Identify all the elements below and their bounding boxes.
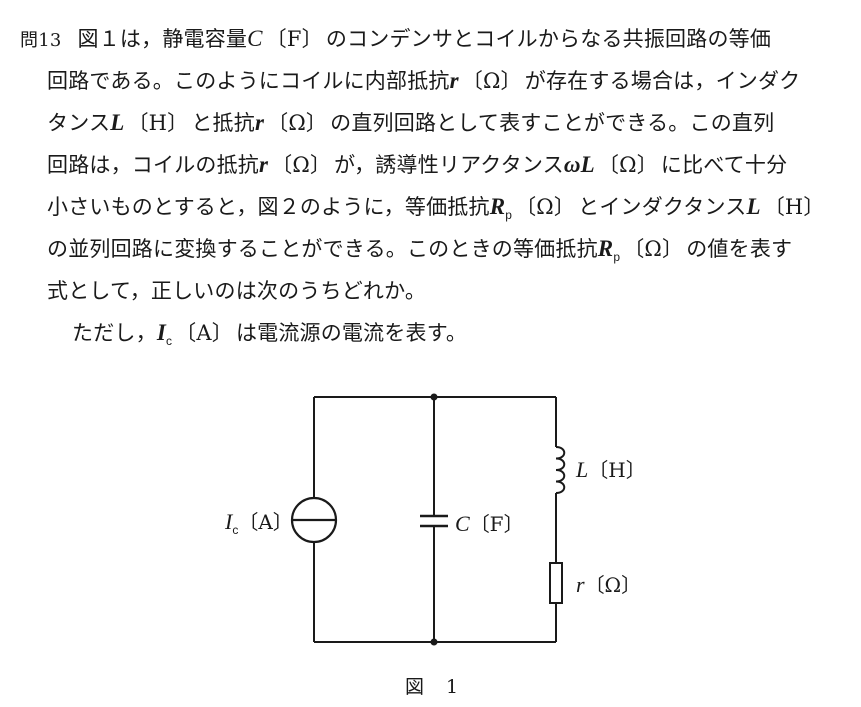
- text-segment: タンス: [47, 111, 111, 135]
- unit-ohm: 〔Ω〕: [623, 237, 684, 261]
- unit-ohm: 〔Ω〕: [461, 69, 522, 93]
- capacitor-label: C〔F〕: [455, 508, 524, 537]
- current-source-symbol: I: [225, 509, 233, 534]
- question-text: 問13 図１は，静電容量C〔F〕のコンデンサとコイルからなる共振回路の等価 回路で…: [20, 18, 850, 354]
- resistor-unit: 〔Ω〕: [584, 573, 642, 597]
- text-segment: 小さいものとすると，図２のように，等価抵抗: [47, 195, 490, 219]
- question-line-2: 回路である。このようにコイルに内部抵抗r〔Ω〕が存在する場合は，インダク: [20, 60, 850, 102]
- subscript-p: p: [613, 250, 621, 265]
- unit-ohm: 〔Ω〕: [597, 153, 658, 177]
- current-source: [290, 496, 338, 544]
- unit-A: 〔A〕: [175, 321, 233, 345]
- resistor-label: r〔Ω〕: [576, 569, 641, 598]
- text-segment: とインダクタンス: [578, 195, 747, 219]
- question-line-5: 小さいものとすると，図２のように，等価抵抗Rp〔Ω〕とインダクタンスL〔H〕: [20, 186, 850, 228]
- symbol-R: R: [597, 236, 614, 261]
- junction-dot-top: [430, 393, 438, 401]
- question-note: ただし，Ic〔A〕は電流源の電流を表す。: [20, 312, 850, 354]
- symbol-C: C: [247, 26, 263, 51]
- capacitor-unit: 〔F〕: [469, 512, 524, 536]
- subscript-p: p: [505, 208, 513, 223]
- resistor: [549, 562, 563, 604]
- text-segment: 回路は，コイルの抵抗: [47, 153, 259, 177]
- unit-ohm: 〔Ω〕: [271, 153, 332, 177]
- question-line-1: 問13 図１は，静電容量C〔F〕のコンデンサとコイルからなる共振回路の等価: [20, 18, 850, 60]
- text-segment: が存在する場合は，インダク: [524, 69, 801, 93]
- text-segment: 図１は，静電容量: [77, 27, 248, 51]
- symbol-L: L: [110, 110, 125, 135]
- symbol-R: R: [489, 194, 506, 219]
- text-segment: 式として，正しいのは次のうちどれか。: [47, 279, 427, 303]
- unit-F: 〔F〕: [265, 27, 323, 51]
- resistor-symbol: r: [576, 572, 585, 597]
- subscript-c: c: [165, 334, 173, 349]
- junction-dot-bottom: [430, 638, 438, 646]
- current-source-unit: 〔A〕: [238, 510, 293, 534]
- inductor: [555, 446, 566, 494]
- text-segment: に比べて十分: [660, 153, 788, 177]
- text-segment: は電流源の電流を表す。: [235, 321, 468, 345]
- question-line-3: タンスL〔H〕と抵抗r〔Ω〕の直列回路として表すことができる。この直列: [20, 102, 850, 144]
- capacitor-symbol: C: [455, 511, 470, 536]
- unit-ohm: 〔Ω〕: [515, 195, 576, 219]
- symbol-r: r: [254, 110, 265, 135]
- text-segment: と抵抗: [191, 111, 255, 135]
- current-source-subscript: c: [232, 523, 239, 537]
- question-line-4: 回路は，コイルの抵抗r〔Ω〕が，誘導性リアクタンスωL〔Ω〕に比べて十分: [20, 144, 850, 186]
- symbol-L: L: [746, 194, 761, 219]
- symbol-I: I: [156, 320, 166, 345]
- question-line-7: 式として，正しいのは次のうちどれか。: [20, 270, 850, 312]
- inductor-label: L〔H〕: [576, 454, 646, 483]
- text-segment: 回路である。このようにコイルに内部抵抗: [47, 69, 450, 93]
- text-segment: の並列回路に変換することができる。このときの等価抵抗: [47, 237, 598, 261]
- question-number: 問13: [20, 30, 62, 51]
- symbol-r: r: [449, 68, 459, 93]
- text-segment: の直列回路として表すことができる。この直列: [330, 111, 775, 135]
- unit-H: 〔H〕: [127, 111, 189, 135]
- text-segment: の値を表す: [686, 237, 793, 261]
- inductor-unit: 〔H〕: [588, 458, 646, 482]
- symbol-omega-L: ωL: [563, 152, 595, 177]
- text-segment: が，誘導性リアクタンス: [334, 153, 564, 177]
- figure-caption: 図 1: [405, 676, 467, 698]
- current-source-label: Ic〔A〕: [225, 506, 293, 537]
- capacitor: [420, 514, 448, 528]
- text-segment: のコンデンサとコイルからなる共振回路の等価: [325, 27, 772, 51]
- inductor-symbol: L: [576, 457, 589, 482]
- question-line-6: の並列回路に変換することができる。このときの等価抵抗Rp〔Ω〕の値を表す: [20, 228, 850, 270]
- unit-ohm: 〔Ω〕: [267, 111, 328, 135]
- symbol-r: r: [259, 152, 269, 177]
- text-segment: ただし，: [72, 321, 157, 345]
- unit-H: 〔H〕: [763, 195, 825, 219]
